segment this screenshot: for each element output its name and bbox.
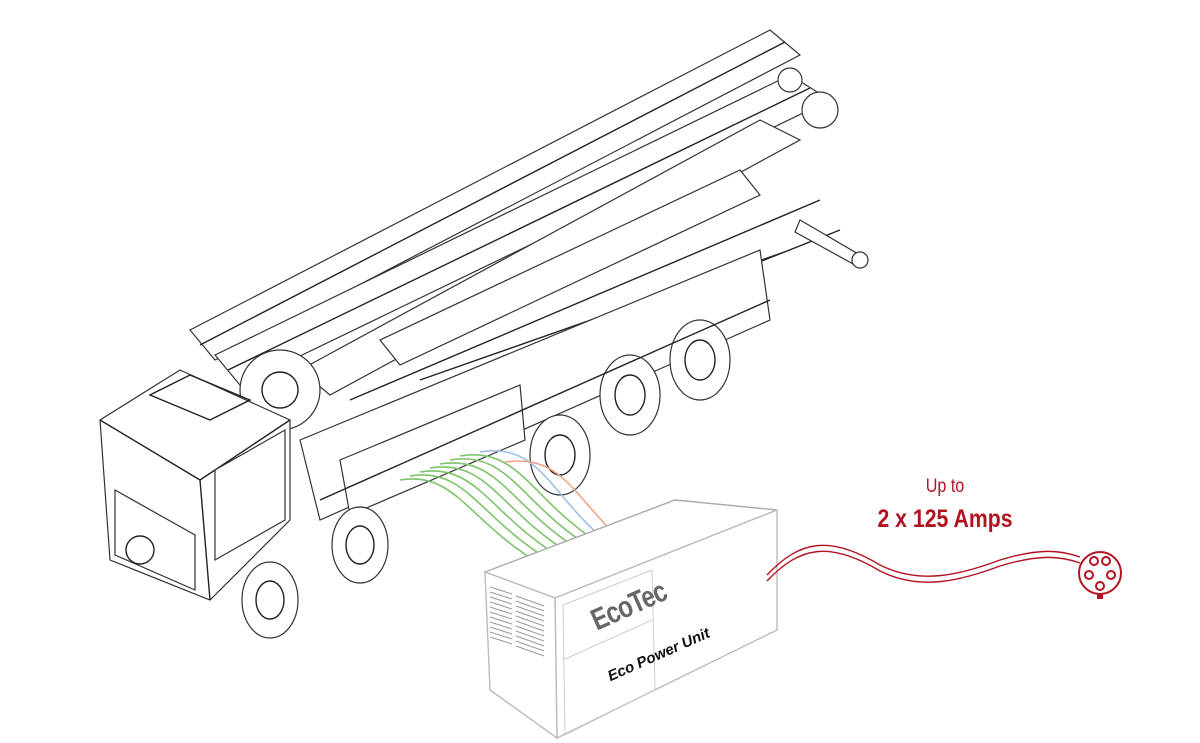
truck (99, 249, 771, 639)
concrete-pump-boom (189, 29, 869, 431)
output-prefix: Up to (925, 476, 965, 497)
power-cable (766, 544, 1081, 583)
output-rating: 2 x 125 Amps (877, 505, 1013, 533)
connection-cables (399, 449, 621, 576)
vent-grille (489, 586, 545, 657)
power-socket-icon (1078, 551, 1122, 599)
eco-power-unit (483, 499, 778, 740)
